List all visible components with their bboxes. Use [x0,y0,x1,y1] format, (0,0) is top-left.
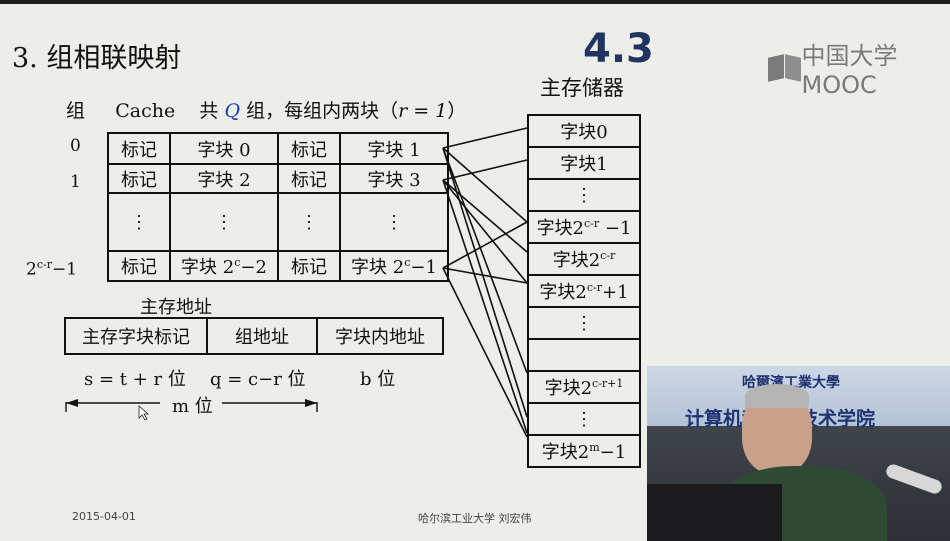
map-line [442,147,528,374]
address-field-tag: 主存字块标记 [64,317,208,355]
map-line [442,147,528,418]
q-symbol: Q [224,100,241,122]
map-line [442,179,528,434]
tag-cell: 标记 [277,250,341,282]
r-equation: r = 1 [398,100,448,122]
tag-cell: 标记 [107,250,171,282]
address-field-offset: 字块内地址 [316,317,444,355]
mooc-logo-text: 中国大学MOOC [801,42,898,99]
microphone-icon [884,462,944,496]
memory-ellipsis: ⋮ [527,306,641,340]
address-field-group: 组地址 [206,317,318,355]
range-arrow-left [66,399,78,407]
block-cell: 字块 3 [339,163,449,194]
cache-header-close: ） [447,100,467,122]
address-label: 主存地址 [140,297,212,318]
cache-header-suffix: 组，每组内两块（ [246,100,399,122]
group-bits: q = c−r 位 [210,369,306,390]
tag-bits: s = t + r 位 [84,369,186,390]
memory-ellipsis: ⋮ [527,178,641,212]
laptop [647,484,782,541]
cache-header: 组 Cache 共 Q 组，每组内两块（r = 1） [66,96,466,123]
map-line [442,267,528,438]
tag-cell: 标记 [277,163,341,194]
total-bits: m 位 [172,396,213,417]
memory-block: 字块2c-r −1 [527,210,641,244]
block-cell: 字块 2c−2 [169,250,279,282]
footer-date: 2015-04-01 [72,510,136,523]
group-label-1: 1 [70,172,81,192]
map-line [442,159,528,181]
tag-cell: 标记 [107,132,171,165]
memory-block-empty [527,338,641,372]
block-cell: 字块 2 [169,163,279,194]
group-label-0: 0 [70,136,81,156]
memory-block: 字块2c-r+1 [527,370,641,404]
memory-block: 字块2m−1 [527,434,641,468]
group-label-last: 2c-r−1 [26,258,78,280]
ellipsis-cell: ⋮ [339,192,449,252]
footer-center: 哈尔滨工业大学 刘宏伟 [418,512,532,525]
block-cell: 字块 0 [169,132,279,165]
cache-row-0: 标记 字块 0 标记 字块 1 [107,132,449,165]
tag-cell: 标记 [107,163,171,194]
offset-bits: b 位 [360,369,396,390]
map-line [442,267,528,284]
ellipsis-cell: ⋮ [107,192,171,252]
memory-block: 字块1 [527,146,641,180]
map-line [442,147,528,223]
map-line [442,127,528,149]
lecturer-hair [745,384,809,408]
cache-word: Cache [115,100,176,122]
map-line [442,179,528,284]
cache-row-ellipsis: ⋮ ⋮ ⋮ ⋮ [107,192,449,252]
memory-block: 字块0 [527,114,641,148]
cache-row-1: 标记 字块 2 标记 字块 3 [107,163,449,194]
mouse-cursor-icon [138,405,150,421]
memory-ellipsis: ⋮ [527,402,641,436]
top-bar [0,0,950,4]
map-line [442,179,528,253]
main-memory-label: 主存储器 [540,76,624,100]
mooc-logo: 中国大学MOOC [768,36,950,99]
map-line [442,221,528,269]
cache-header-prefix: 共 [199,100,219,122]
tag-cell: 标记 [277,132,341,165]
address-table: 主存字块标记 组地址 字块内地址 [64,317,444,355]
slide-title: 3. 组相联映射 [12,43,182,74]
memory-block: 字块2c-r+1 [527,274,641,308]
lecturer-video: 哈爾濱工業大學 计算机科学与技术学院 [647,366,950,541]
range-arrow-right [305,399,317,407]
cache-table: 标记 字块 0 标记 字块 1 标记 字块 2 标记 字块 3 ⋮ ⋮ ⋮ ⋮ … [107,132,449,282]
ellipsis-cell: ⋮ [277,192,341,252]
cache-row-last: 标记 字块 2c−2 标记 字块 2c−1 [107,250,449,282]
ellipsis-cell: ⋮ [169,192,279,252]
memory-block: 字块2c-r [527,242,641,276]
main-memory-table: 字块0 字块1 ⋮ 字块2c-r −1 字块2c-r 字块2c-r+1 ⋮ 字块… [527,114,641,468]
section-number: 4.3 [583,26,654,72]
block-cell: 字块 1 [339,132,449,165]
block-cell: 字块 2c−1 [339,250,449,282]
group-column-label: 组 [66,100,86,122]
